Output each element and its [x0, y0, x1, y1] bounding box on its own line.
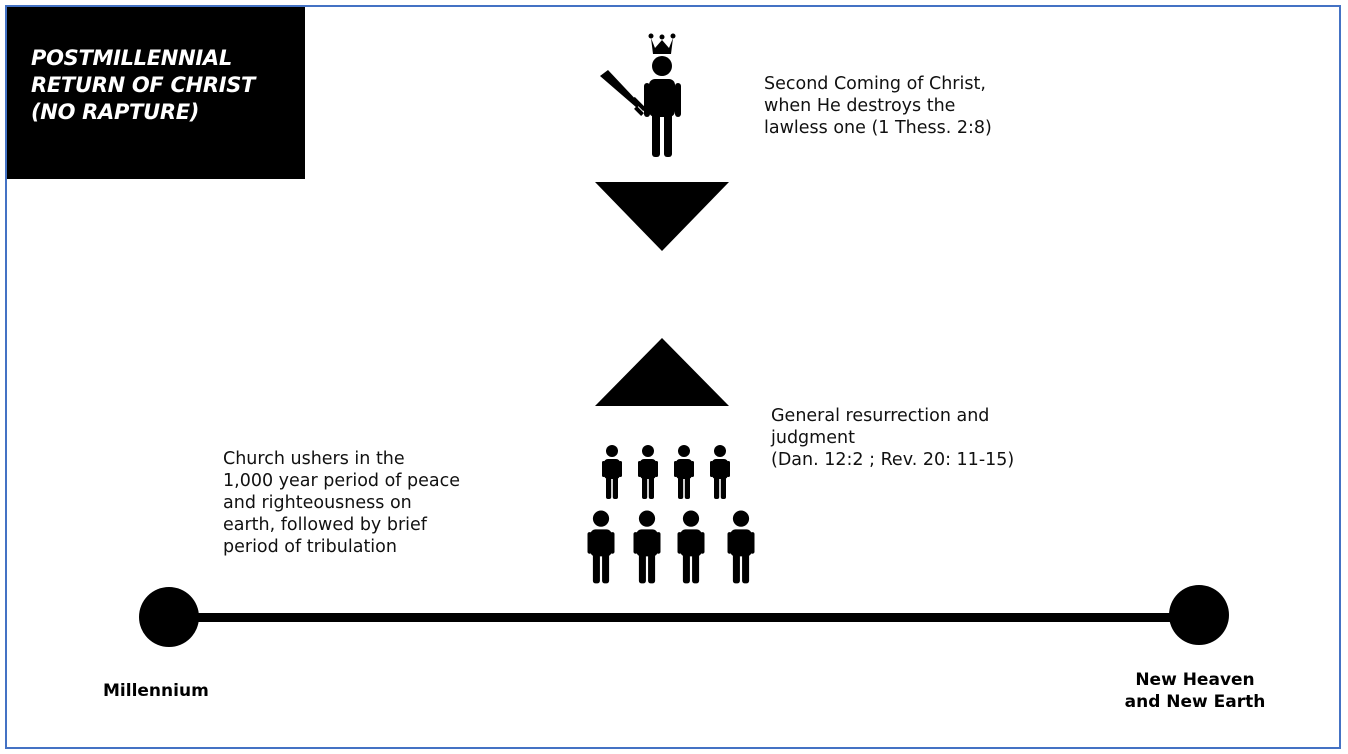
timeline-start-marker — [139, 587, 199, 647]
down-triangle-icon — [595, 182, 729, 251]
timeline-start-label: Millennium — [103, 681, 209, 701]
timeline-end-label: New Heaven and New Earth — [1124, 670, 1266, 712]
timeline — [139, 585, 1229, 647]
people-group-icon — [587, 445, 755, 584]
resurrection-caption: General resurrection and judgment (Dan. … — [771, 406, 1015, 470]
timeline-end-marker — [1169, 585, 1229, 645]
diagram-frame: POSTMILLENNIAL RETURN OF CHRIST (NO RAPT… — [5, 5, 1341, 749]
church-caption: Church ushers in the 1,000 year period o… — [223, 449, 460, 557]
diagram-title: POSTMILLENNIAL RETURN OF CHRIST (NO RAPT… — [31, 46, 256, 124]
timeline-line — [169, 613, 1201, 622]
up-triangle-icon — [595, 338, 729, 406]
diagram-graphics — [139, 33, 1229, 647]
title-box: POSTMILLENNIAL RETURN OF CHRIST (NO RAPT… — [7, 7, 305, 179]
second-coming-caption: Second Coming of Christ, when He destroy… — [764, 74, 992, 138]
crowned-figure-with-sword-icon — [600, 33, 681, 157]
